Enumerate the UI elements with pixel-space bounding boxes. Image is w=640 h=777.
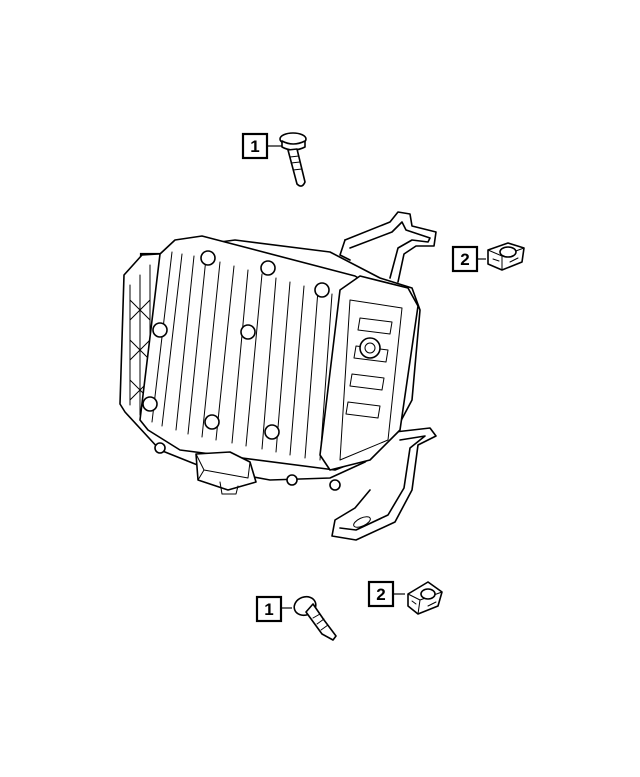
callout-label: 2 — [460, 250, 469, 269]
bolt-bottom — [293, 595, 337, 641]
control-module — [119, 211, 437, 541]
callout-label: 1 — [250, 137, 259, 156]
callout-1-bottom[interactable]: 1 — [255, 595, 292, 623]
callout-2-bottom[interactable]: 2 — [367, 580, 405, 608]
callout-label: 2 — [376, 585, 385, 604]
callout-1-top[interactable]: 1 — [241, 132, 282, 160]
callout-2-top[interactable]: 2 — [451, 245, 486, 273]
clip-nut-top — [487, 242, 525, 271]
callout-label: 1 — [264, 600, 273, 619]
mounting-bosses — [142, 250, 330, 440]
clip-nut-bottom — [407, 581, 443, 615]
bolt-top — [279, 132, 307, 187]
